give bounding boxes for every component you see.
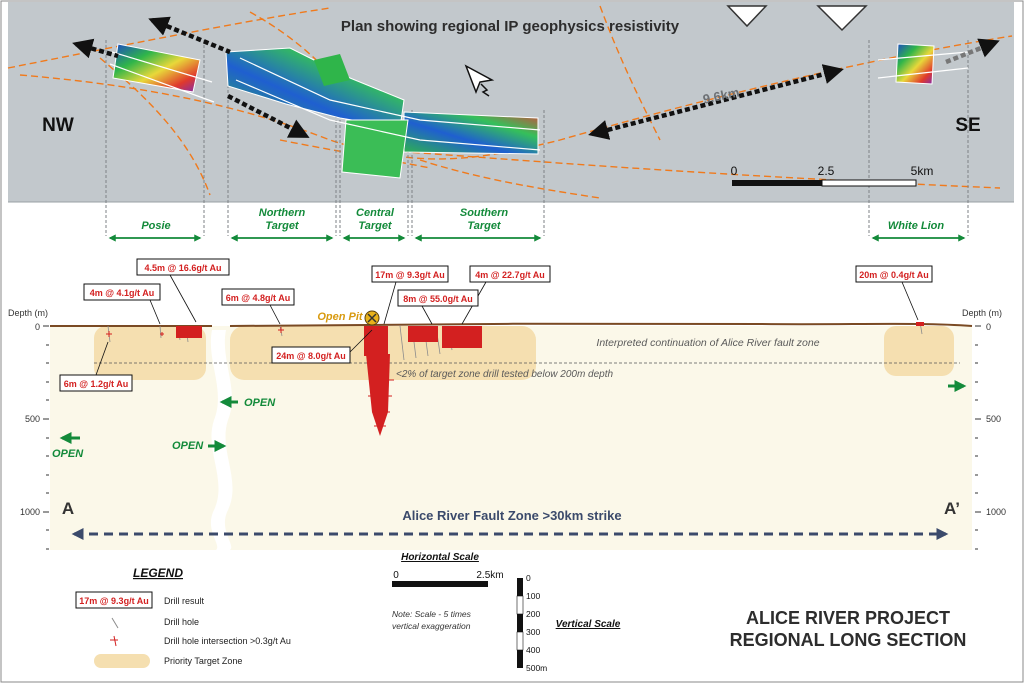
nw-direction-label: NW [42, 115, 74, 136]
vertical-scale-tick-100: 100 [526, 591, 540, 601]
scale-note-line-2: vertical exaggeration [392, 621, 471, 631]
drill-tested-note: <2% of target zone drill tested below 20… [396, 369, 614, 380]
legend-item-target-zone: Priority Target Zone [94, 654, 242, 668]
target-label-central-1: Central [356, 207, 395, 219]
plan-title: Plan showing regional IP geophysics resi… [341, 18, 680, 35]
depth-axis-left-ticks [43, 325, 49, 550]
fault-zone-label: Alice River Fault Zone >30km strike [402, 508, 621, 523]
drill-result-callout: 4m @ 4.1g/t Au [83, 283, 161, 325]
fault-continuation-note: Interpreted continuation of Alice River … [596, 337, 819, 349]
north-arrow-icon [464, 64, 495, 97]
horizontal-scale-tick-1: 2.5km [476, 570, 503, 581]
open-label-posie: OPEN [172, 440, 204, 452]
depth-axis-left: Depth (m) 0 500 1000 [8, 308, 48, 517]
vertical-scale-tick-0: 0 [526, 573, 531, 583]
plan-marker-triangle-2 [816, 5, 868, 32]
vertical-scale-bar [516, 578, 524, 668]
plan-guide-lines [105, 40, 969, 236]
vertical-scale-tick-500: 500m [526, 663, 547, 673]
plan-marker-triangle-1 [726, 5, 768, 28]
section-end-label: A’ [944, 499, 960, 518]
plan-scale-tick-1: 2.5 [818, 164, 835, 178]
se-direction-label: SE [955, 115, 980, 136]
plan-scale-bar: 0 2.5 5km [731, 164, 934, 187]
plan-direction-arrows [72, 16, 1000, 140]
depth-axis-title-left: Depth (m) [8, 308, 48, 318]
drill-result-callout: 4m @ 22.7g/t Au [461, 265, 551, 325]
section-start-label: A [62, 499, 74, 518]
drill-result-text: 4m @ 4.1g/t Au [90, 288, 154, 298]
depth-tick-left-1000: 1000 [20, 507, 40, 517]
drill-result-callout: 6m @ 1.2g/t Au [59, 341, 133, 392]
project-title-line-2: REGIONAL LONG SECTION [730, 630, 967, 650]
vertical-scale-tick-300: 300 [526, 627, 540, 637]
depth-tick-left-500: 500 [25, 414, 40, 424]
depth-tick-right-500: 500 [986, 414, 1001, 424]
target-label-northern-2: Target [265, 220, 300, 232]
drill-result-text: 17m @ 9.3g/t Au [375, 270, 444, 280]
depth-axis-right-ticks [975, 325, 981, 550]
open-label-west: OPEN [52, 448, 84, 460]
horizontal-scale-title: Horizontal Scale [401, 552, 479, 563]
target-label-posie: Posie [141, 220, 170, 232]
target-label-southern-1: Southern [460, 207, 509, 219]
horizontal-scale-bar [392, 581, 488, 587]
drill-result-callout: 24m @ 8.0g/t Au [271, 329, 373, 364]
drill-result-callout: 4.5m @ 16.6g/t Au [136, 258, 230, 323]
vertical-scale-tick-200: 200 [526, 609, 540, 619]
open-arrows [59, 380, 967, 452]
depth-tick-left-0: 0 [35, 322, 40, 332]
open-annotations: OPEN OPEN OPEN [52, 397, 276, 460]
open-pit-label: Open Pit [317, 311, 364, 323]
drill-result-text: 8m @ 55.0g/t Au [403, 294, 472, 304]
depth-tick-right-1000: 1000 [986, 507, 1006, 517]
target-label-central-2: Target [358, 220, 393, 232]
horizontal-scale-tick-0: 0 [393, 570, 399, 581]
drill-result-text: 20m @ 0.4g/t Au [859, 270, 928, 280]
legend-label-drill-hole: Drill hole [164, 617, 199, 627]
drill-result-text: 4m @ 22.7g/t Au [475, 270, 544, 280]
drill-result-callout: 17m @ 9.3g/t Au [371, 265, 449, 325]
distance-label: 9.6km [701, 84, 740, 106]
vertical-scale-title: Vertical Scale [556, 619, 621, 630]
legend-item-intersection: Drill hole intersection >0.3g/t Au [110, 635, 291, 647]
drill-result-callout: 6m @ 4.8g/t Au [221, 288, 295, 325]
depth-axis-title-right: Depth (m) [962, 308, 1002, 318]
target-label-white-lion: White Lion [888, 220, 944, 232]
legend-item-drill-result: 17m @ 9.3g/t Au Drill result [75, 591, 205, 609]
target-label-southern-2: Target [467, 220, 502, 232]
drill-result-text: 4.5m @ 16.6g/t Au [145, 263, 222, 273]
vertical-scale-ticks: 0 100 200 300 400 500m [526, 573, 547, 673]
legend-label-drill-result: Drill result [164, 596, 205, 606]
open-pit-icon [364, 310, 380, 326]
project-title-line-1: ALICE RIVER PROJECT [746, 608, 950, 628]
legend-sample-result: 17m @ 9.3g/t Au [79, 596, 148, 606]
drill-intersection-ticks [106, 327, 394, 427]
legend-item-drill-hole: Drill hole [111, 617, 199, 629]
drill-result-callouts: 4.5m @ 16.6g/t Au 4m @ 4.1g/t Au 6m @ 4.… [59, 258, 933, 392]
open-label-northern: OPEN [244, 397, 276, 409]
drill-intersections [176, 322, 924, 436]
plan-scale-tick-2: 5km [911, 164, 934, 178]
depth-axis-right: Depth (m) 0 500 1000 [962, 308, 1006, 517]
depth-tick-right-0: 0 [986, 322, 991, 332]
target-label-northern-1: Northern [259, 207, 306, 219]
target-labels: Posie Northern Target Central Target Sou… [141, 207, 944, 232]
scale-note-line-1: Note: Scale - 5 times [392, 609, 472, 619]
legend-label-target-zone: Priority Target Zone [164, 656, 242, 666]
legend-title: LEGEND [133, 566, 183, 580]
drill-result-callout: 8m @ 55.0g/t Au [397, 289, 479, 325]
legend-label-intersection: Drill hole intersection >0.3g/t Au [164, 636, 291, 646]
drill-result-text: 6m @ 4.8g/t Au [226, 293, 290, 303]
ip-resistivity-swaths [109, 43, 969, 179]
plan-scale-tick-0: 0 [731, 164, 738, 178]
drill-result-text: 6m @ 1.2g/t Au [64, 379, 128, 389]
drill-result-callout: 20m @ 0.4g/t Au [855, 265, 933, 321]
drill-result-text: 24m @ 8.0g/t Au [276, 351, 345, 361]
vertical-scale-tick-400: 400 [526, 645, 540, 655]
